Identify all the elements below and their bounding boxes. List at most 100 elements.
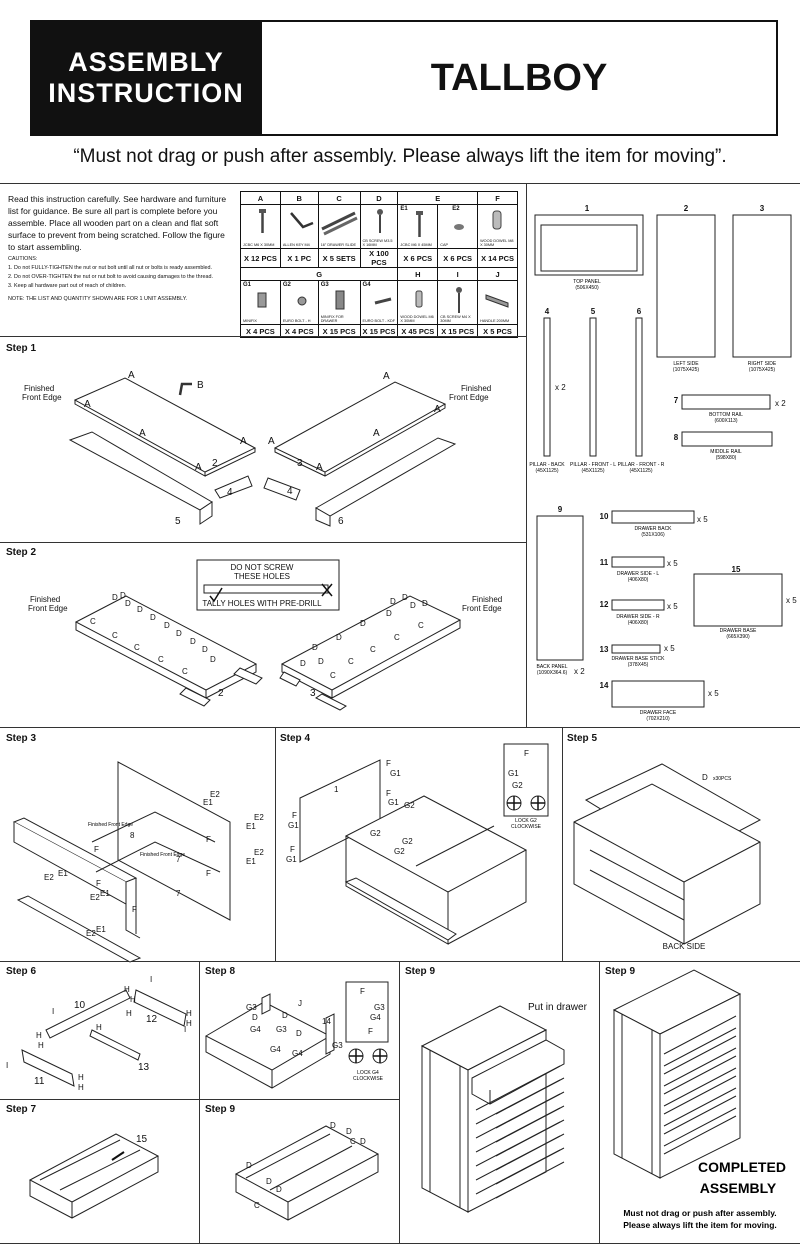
- callout-d: D: [202, 645, 208, 654]
- hw-g-group: G: [316, 269, 323, 279]
- part-3-shape: [732, 214, 792, 358]
- part-11-dims: (406X80): [628, 577, 649, 583]
- hw-g1-cell: G1 MINIFIX: [240, 280, 281, 325]
- hw-a-code: A: [257, 193, 264, 203]
- part-13-shape: [611, 644, 661, 654]
- lock-g2-2: CLOCKWISE: [511, 824, 542, 830]
- callout-d: D: [312, 643, 318, 652]
- lift-notice: “Must not drag or push after assembly. P…: [73, 146, 727, 167]
- callout-e1: E1: [246, 822, 256, 831]
- hw-g4-code: G4: [362, 282, 371, 288]
- callout-n10: 10: [74, 1000, 86, 1011]
- callout-i: I: [52, 1007, 54, 1016]
- product-name: TALLBOY: [430, 56, 608, 99]
- arrow-icon: [111, 1151, 125, 1161]
- handle-icon: [485, 294, 509, 308]
- callout-f: F: [96, 879, 101, 888]
- callout-a: A: [268, 436, 275, 447]
- part-7-num: 7: [674, 396, 679, 405]
- part-4-num: 4: [545, 307, 550, 316]
- callout-f: F: [360, 987, 365, 996]
- hw-f-code: F: [495, 193, 500, 203]
- part-14-num: 14: [600, 681, 609, 690]
- hw-i-cell: CB SCREW M4 X 30MM: [437, 280, 479, 325]
- hw-e1-code: E1: [400, 206, 408, 212]
- callout-c: C: [254, 1201, 260, 1210]
- part-9-name: BACK PANEL: [536, 664, 567, 670]
- quantity-note: NOTE: THE LIST AND QUANTITY SHOWN ARE FO…: [8, 295, 188, 302]
- part-7-qty: x 2: [775, 399, 786, 408]
- hw-a-desc: JCBC M6 X 30MM: [243, 243, 275, 247]
- part-12-shape: [611, 599, 665, 611]
- callout-n4: 4: [287, 486, 293, 497]
- do-not-screw-2: THESE HOLES: [234, 572, 290, 581]
- part-5-shape: [589, 317, 597, 457]
- callout-c: C: [112, 631, 118, 640]
- allen-key-icon: [289, 212, 314, 229]
- front-edge-label-2a: Front Edge: [28, 604, 68, 613]
- caution-3: 3. Keep all hardware part out of reach o…: [8, 283, 127, 290]
- callout-a: A: [84, 399, 91, 410]
- part-7-shape: [681, 394, 771, 410]
- callout-n12: 12: [146, 1014, 158, 1025]
- hw-g1-desc: MINIFIX: [243, 319, 257, 323]
- part-11-num: 11: [600, 558, 609, 567]
- callout-n3: 3: [310, 688, 316, 699]
- screw-icon: [376, 209, 383, 233]
- front-edge-label-1a: Front Edge: [22, 393, 62, 402]
- dowel-icon: [492, 210, 502, 230]
- step-3: Step 3 Finished Front Edge Finished Fron…: [6, 733, 264, 963]
- callout-d: D: [276, 1185, 282, 1194]
- hw-i-code: I: [456, 269, 459, 279]
- part-1-name: TOP PANEL: [573, 279, 601, 285]
- callout-c: C: [418, 621, 424, 630]
- hw-g4-cell: G4 EURO BOLT - KDF: [359, 280, 399, 325]
- finished-front-edge-3a: Finished Front Edge: [88, 822, 133, 828]
- part-9-qty: x 2: [574, 667, 585, 676]
- part-12-dims: (406X80): [628, 620, 649, 626]
- callout-g4: G4: [250, 1025, 261, 1034]
- part-2-dims: (1075X425): [673, 367, 699, 373]
- hw-h-code: H: [415, 269, 421, 279]
- callout-g4: G4: [292, 1049, 303, 1058]
- callout-j: J: [298, 999, 302, 1008]
- hw-g3-cell: G3 MINIFIX FOR DRAWER: [317, 280, 361, 325]
- hw-i-desc: CB SCREW M4 X 30MM: [440, 315, 471, 323]
- tally-holes-label: TALLY HOLES WITH PRE-DRILL: [202, 599, 322, 608]
- intro-block: Read this instruction carefully. See har…: [8, 193, 230, 304]
- step-4-label: Step 4: [280, 733, 310, 744]
- part-4-name: PILLAR - BACK: [529, 462, 565, 468]
- callout-e2: E2: [210, 790, 220, 799]
- callout-g1: G1: [390, 769, 401, 778]
- callout-e1: E1: [100, 889, 110, 898]
- callout-c: C: [158, 655, 164, 664]
- callout-n4: 4: [227, 487, 233, 498]
- part-15-num: 15: [732, 565, 741, 574]
- callout-d: D: [137, 605, 143, 614]
- part-9-shape: [536, 515, 584, 661]
- part-2-name: LEFT SIDE: [673, 361, 699, 367]
- cautions-title: CAUTIONS:: [8, 256, 38, 263]
- back-side-label: BACK SIDE: [663, 942, 706, 951]
- part-7-dims: (600X113): [715, 418, 738, 424]
- callout-g3: G3: [276, 1025, 287, 1034]
- part-4-shape: [543, 317, 551, 457]
- part-2-num: 2: [684, 204, 689, 213]
- callout-g4: G4: [270, 1045, 281, 1054]
- part-12-name: DRAWER SIDE - R: [616, 614, 660, 620]
- part-10-dims: (531X106): [641, 532, 665, 538]
- front-edge-label-2b: Front Edge: [462, 604, 502, 613]
- dowel-small-icon: [415, 290, 423, 308]
- step-5: Step 5 9 D x30PCS BACK SIDE: [567, 733, 762, 951]
- step-1: Step 1 Finished Front Edge A A A A A B 2…: [6, 343, 491, 527]
- callout-e1: E1: [58, 869, 68, 878]
- part-13-qty: x 5: [664, 644, 675, 653]
- callout-h: H: [96, 1023, 102, 1032]
- step-8-label: Step 8: [205, 966, 235, 977]
- callout-h: H: [130, 995, 136, 1004]
- callout-n2: 2: [218, 688, 224, 699]
- callout-d: D: [336, 633, 342, 642]
- callout-e1: E1: [246, 857, 256, 866]
- part-14-name: DRAWER FACE: [640, 710, 677, 716]
- callout-f: F: [386, 759, 391, 768]
